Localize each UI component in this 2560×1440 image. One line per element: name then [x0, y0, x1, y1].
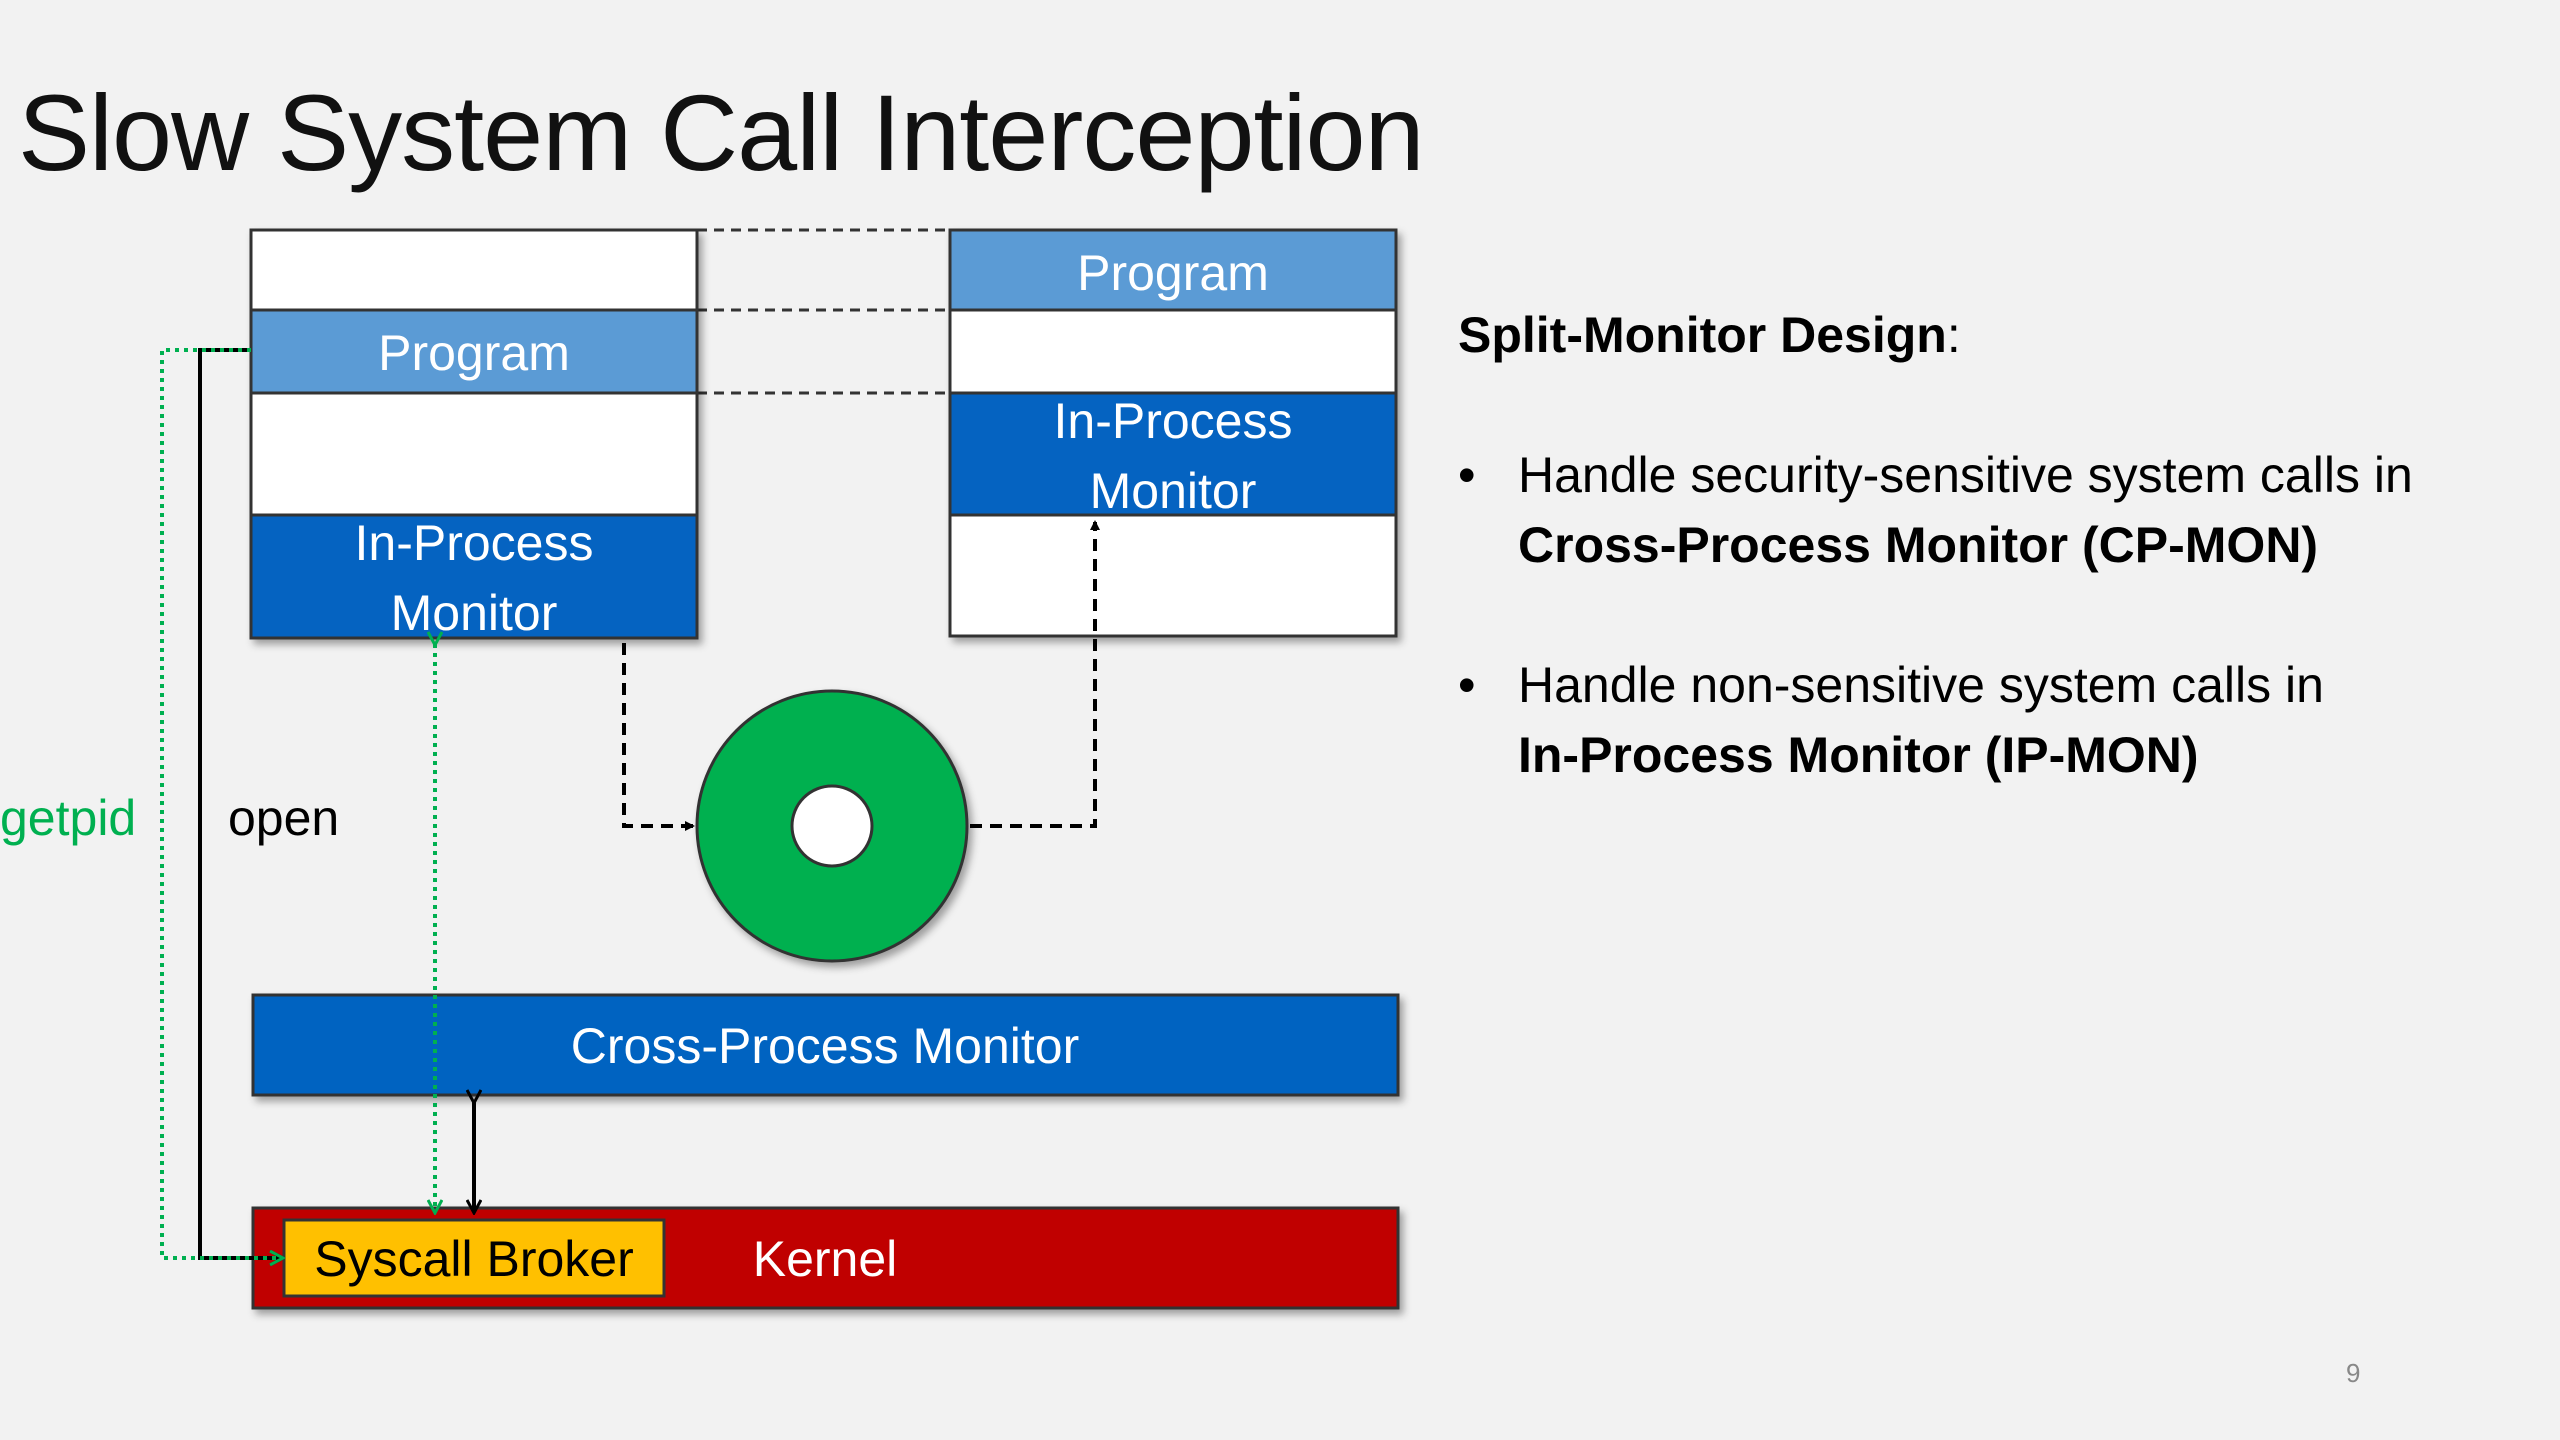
right-monitor-label-2: Monitor	[1090, 463, 1257, 519]
getpid-syscall-path	[160, 348, 282, 1258]
bullet-icon: •	[1458, 447, 1476, 503]
open-label: open	[228, 790, 339, 846]
slide-title: Slow System Call Interception	[18, 72, 1425, 193]
open-syscall-path	[198, 348, 282, 1258]
right-program-label: Program	[1077, 245, 1269, 301]
right-monitor-label-1: In-Process	[1054, 393, 1293, 449]
syscall-broker-label: Syscall Broker	[314, 1231, 634, 1287]
bullet-bold-text: Cross-Process Monitor (CP-MON)	[1518, 517, 2319, 573]
split-monitor-panel: Split-Monitor Design: • Handle security-…	[1458, 300, 2518, 790]
right-monitor-block	[948, 391, 1398, 517]
page-number: 9	[2346, 1358, 2361, 1388]
panel-heading-text: Split-Monitor Design	[1458, 307, 1947, 363]
bullet-item: • Handle security-sensitive system calls…	[1458, 440, 2518, 580]
panel-heading: Split-Monitor Design:	[1458, 300, 2518, 370]
bullet-bold-text: In-Process Monitor (IP-MON)	[1518, 727, 2199, 783]
cross-process-monitor-label: Cross-Process Monitor	[571, 1018, 1079, 1074]
right-program-block	[948, 228, 1398, 312]
bullet-text: Handle non-sensitive system calls in	[1518, 657, 2324, 713]
left-program-label: Program	[378, 325, 570, 381]
getpid-label: getpid	[0, 790, 136, 846]
bullet-icon: •	[1458, 657, 1476, 713]
cross-process-monitor-block	[251, 993, 1400, 1097]
left-monitor-label-2: Monitor	[391, 585, 558, 641]
replication-arrow-out	[970, 520, 1100, 828]
left-monitor-block	[249, 513, 699, 640]
replication-arrow-in	[622, 643, 695, 831]
ring-buffer-icon	[695, 689, 969, 963]
bullet-text: Handle security-sensitive system calls i…	[1518, 447, 2413, 503]
left-monitor-label-1: In-Process	[355, 515, 594, 571]
panel-heading-colon: :	[1946, 307, 1961, 363]
bullet-item: • Handle non-sensitive system calls in I…	[1458, 650, 2518, 790]
memory-mapping-lines	[697, 228, 950, 395]
kernel-label: Kernel	[753, 1231, 898, 1287]
